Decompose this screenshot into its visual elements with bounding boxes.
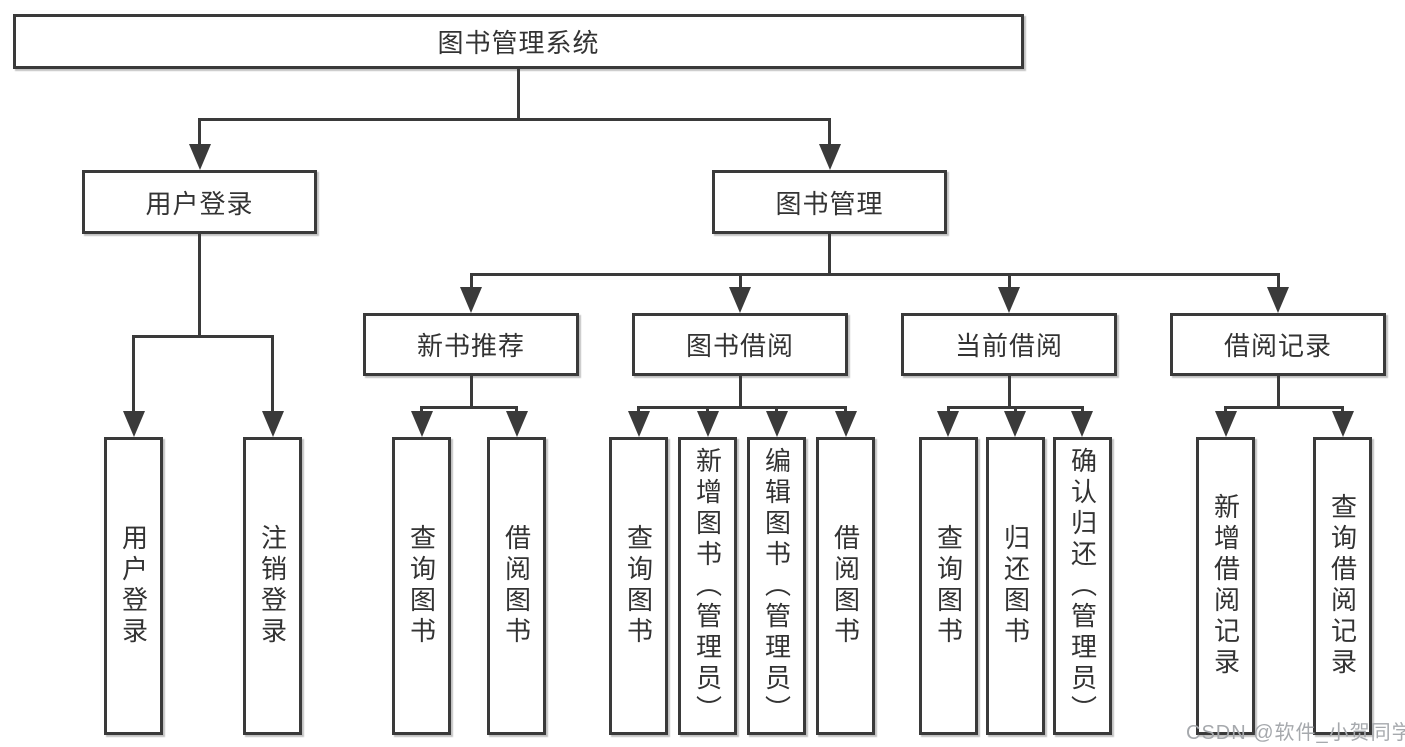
connector-line [198,118,830,121]
connector-line [132,335,135,413]
node-user-login: 用户登录 [82,170,317,234]
connector-line [1224,406,1344,409]
connector-line [844,406,847,413]
node-label: 借阅记录 [1223,331,1332,361]
arrowhead-down-icon [1267,287,1289,313]
arrowhead-down-icon [505,411,528,437]
node-label: 归还图书 [1000,524,1031,648]
node-label: 查询图书 [406,524,437,648]
leaf-logout: 注销登录 [243,437,302,735]
node-label: 图书借阅 [685,331,794,361]
connector-line [420,406,518,409]
arrowhead-down-icon [1071,411,1093,437]
node-label: 借阅图书 [830,524,861,648]
connector-line [198,234,201,337]
arrowhead-down-icon [460,287,482,313]
arrowhead-down-icon [261,411,284,437]
leaf-query-books: 查询图书 [392,437,451,735]
arrowhead-down-icon [1214,411,1237,437]
node-library-management-system: 图书管理系统 [13,14,1024,69]
node-label: 查询借阅记录 [1327,493,1358,679]
node-new-book-recommend: 新书推荐 [363,313,579,376]
node-book-management: 图书管理 [712,170,947,234]
arrowhead-down-icon [834,411,857,437]
connector-line [637,406,640,413]
leaf-borrow-book: 借阅图书 [816,437,875,735]
connector-line [198,118,201,146]
connector-line [946,406,950,413]
connector-line [517,69,520,120]
arrowhead-down-icon [627,411,650,437]
node-current-borrowing: 当前借阅 [901,313,1117,376]
connector-line [420,406,423,413]
connector-line [271,335,274,413]
leaf-query-books: 查询图书 [609,437,668,735]
node-label: 编辑图书（管理员） [761,446,792,726]
arrowhead-down-icon [696,411,719,437]
connector-line [1276,376,1280,408]
node-label: 新增图书（管理员） [692,446,723,726]
connector-line [1013,406,1017,413]
connector-line [1224,406,1227,413]
arrowhead-down-icon [1331,411,1354,437]
connector-line [469,376,473,408]
arrowhead-down-icon [729,287,751,313]
leaf-query-books: 查询图书 [919,437,978,735]
connector-line [1007,376,1011,408]
arrowhead-down-icon [998,287,1020,313]
node-label: 用户登录 [145,188,254,219]
connector-line [738,273,742,289]
node-label: 当前借阅 [954,331,1063,361]
arrowhead-down-icon [1004,411,1026,437]
node-label: 确认归还（管理员） [1067,446,1098,726]
node-label: 用户登录 [118,524,149,648]
connector-line [828,118,831,146]
connector-line [738,376,742,408]
connector-line [1276,273,1280,289]
leaf-edit-book-admin: 编辑图书（管理员） [747,437,806,735]
connector-line [828,234,831,275]
connector-line [706,406,709,413]
connector-line [1007,273,1011,289]
node-borrowing-records: 借阅记录 [1170,313,1386,376]
node-label: 查询图书 [623,524,654,648]
csdn-watermark: CSDN @软件_小贺同学 [1186,722,1405,744]
node-label: 新增借阅记录 [1210,493,1241,679]
leaf-add-book-admin: 新增图书（管理员） [678,437,737,735]
leaf-borrow-book: 借阅图书 [487,437,546,735]
arrowhead-down-icon [818,144,841,170]
connector-line [637,406,847,409]
node-label: 图书管理系统 [437,28,600,58]
connector-line [469,273,473,289]
connector-line [469,273,1280,276]
leaf-user-login: 用户登录 [104,437,163,735]
node-label: 借阅图书 [501,524,532,648]
arrowhead-down-icon [937,411,959,437]
arrowhead-down-icon [765,411,788,437]
connector-line [515,406,518,413]
leaf-query-borrow-record: 查询借阅记录 [1313,437,1372,735]
node-label: 查询图书 [933,524,964,648]
node-label: 图书管理 [775,188,884,219]
arrowhead-down-icon [122,411,145,437]
connector-line [1080,406,1084,413]
connector-line [132,335,274,338]
node-book-borrowing: 图书借阅 [632,313,848,376]
leaf-return-book: 归还图书 [986,437,1045,735]
connector-line [775,406,778,413]
arrowhead-down-icon [188,144,211,170]
node-label: 新书推荐 [416,331,525,361]
leaf-add-borrow-record: 新增借阅记录 [1196,437,1255,735]
leaf-confirm-return-admin: 确认归还（管理员） [1053,437,1112,735]
node-label: 注销登录 [257,524,288,648]
connector-line [1341,406,1344,413]
arrowhead-down-icon [410,411,433,437]
